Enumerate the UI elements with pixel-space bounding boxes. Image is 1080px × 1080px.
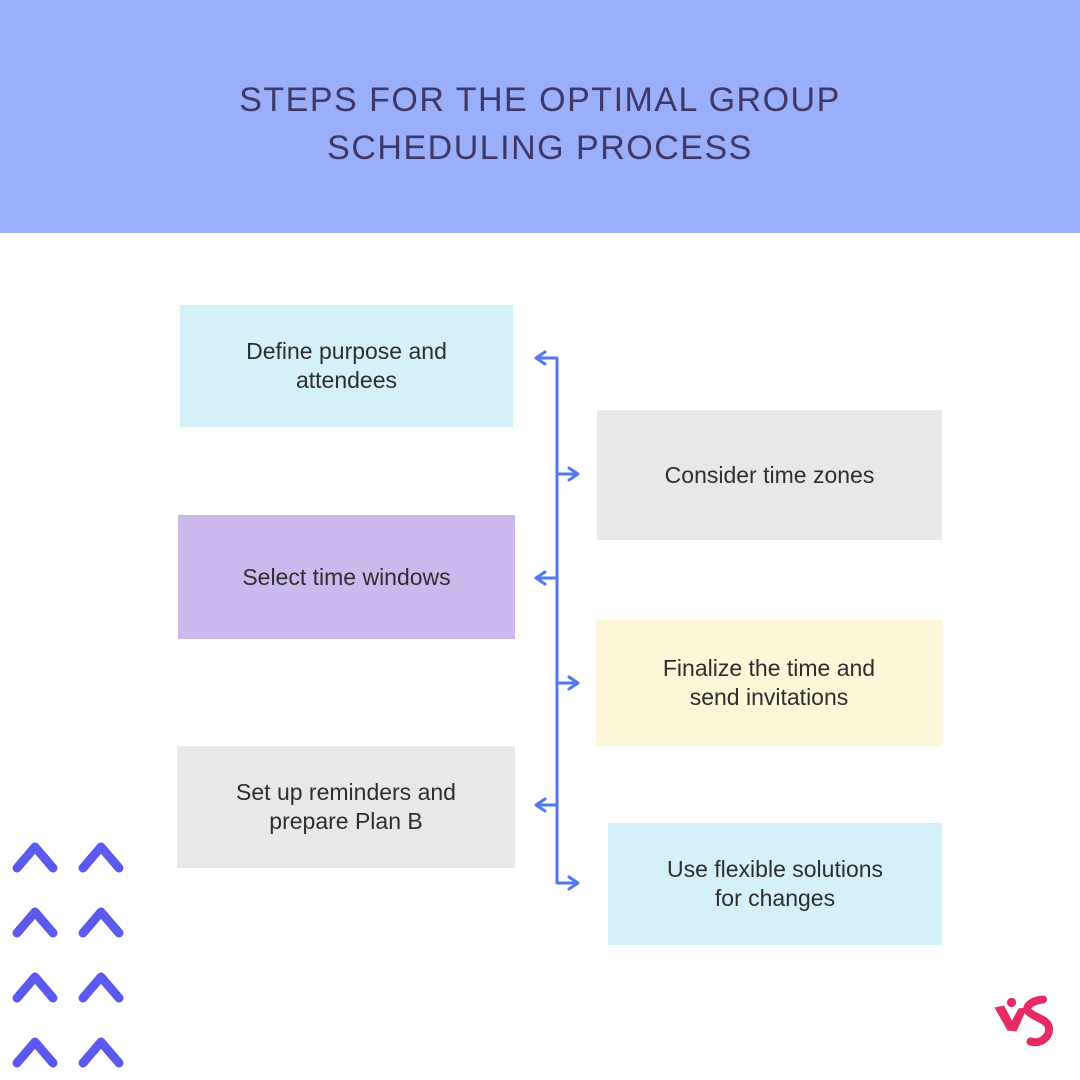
logo-swirl — [1023, 995, 1054, 1047]
step-label: Consider time zones — [664, 461, 875, 488]
vistacreate-logo — [994, 995, 1054, 1047]
step-box-consider-time-zones: Consider time zones — [597, 410, 942, 540]
step-label: Set up reminders and prepare Plan B — [236, 779, 456, 834]
arrow-to-step-4 — [567, 675, 580, 691]
flow-connector — [534, 350, 580, 891]
arrow-to-step-3 — [534, 570, 547, 586]
chevron-up-icon — [78, 842, 124, 873]
arrow-to-step-1 — [534, 350, 547, 366]
step-box-define-purpose: Define purpose and attendees — [180, 305, 513, 427]
logo-v-shape — [994, 1005, 1028, 1032]
step-box-flexible-solutions: Use flexible solutions for changes — [608, 823, 942, 945]
chevron-up-icon — [78, 907, 124, 938]
chevron-up-icon — [12, 972, 58, 1003]
chevron-up-icon — [12, 907, 58, 938]
logo-dot — [1006, 997, 1017, 1008]
page-title: STEPS FOR THE OPTIMAL GROUP SCHEDULING P… — [239, 81, 841, 167]
arrow-to-step-5 — [534, 797, 547, 813]
arrow-to-step-2 — [567, 466, 580, 482]
chevron-up-icon — [78, 1037, 124, 1068]
chevron-up-icon — [12, 842, 58, 873]
arrow-to-step-6 — [567, 875, 580, 891]
step-box-finalize-time: Finalize the time and send invitations — [596, 620, 942, 746]
step-label: Use flexible solutions for changes — [666, 856, 884, 911]
chevron-up-icon — [12, 1037, 58, 1068]
connector-spine — [535, 356, 579, 885]
step-box-set-up-reminders: Set up reminders and prepare Plan B — [177, 746, 515, 868]
step-label: Define purpose and attendees — [246, 338, 447, 393]
chevron-decoration — [12, 842, 124, 1068]
step-label: Finalize the time and send invitations — [662, 655, 876, 710]
step-box-select-time-windows: Select time windows — [178, 515, 515, 639]
header-banner: STEPS FOR THE OPTIMAL GROUP SCHEDULING P… — [0, 0, 1080, 233]
chevron-up-icon — [78, 972, 124, 1003]
step-label: Select time windows — [242, 563, 451, 590]
